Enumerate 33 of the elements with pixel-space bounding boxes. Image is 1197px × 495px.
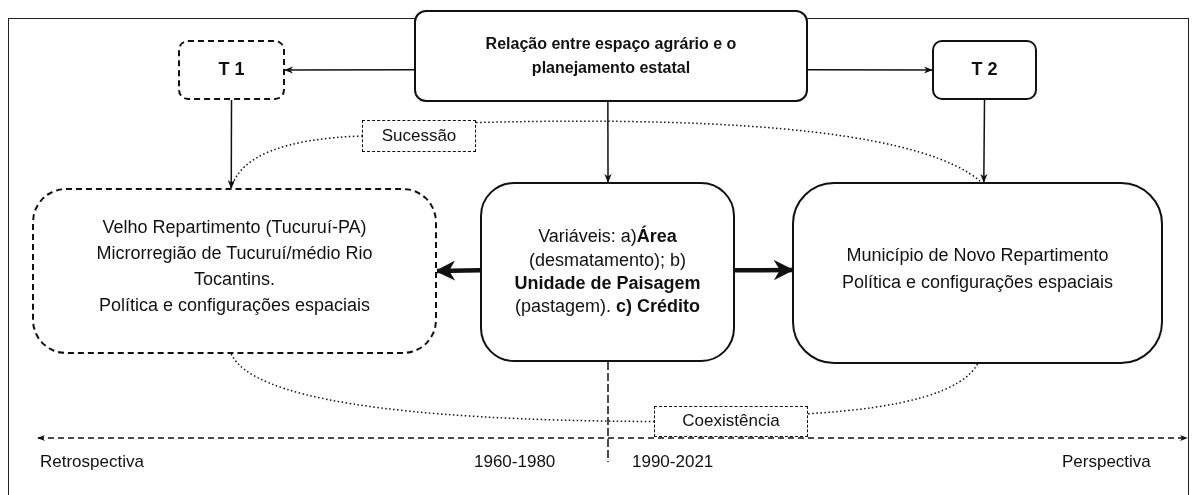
dotted-connector (475, 120, 982, 183)
node-text: Velho Repartimento (Tucuruí-PA) (102, 216, 367, 239)
dotted-connector (807, 363, 979, 415)
timeline-label: 1960-1980 (474, 452, 556, 472)
municipality-box (792, 182, 1163, 364)
arrow (735, 260, 794, 281)
timeline-label: Perspectiva (1062, 452, 1151, 472)
timeline-label: 1990-2021 (632, 452, 714, 472)
node-text: Microrregião de Tucuruí/médio Rio Tocantins. (95, 242, 374, 292)
period-box (932, 40, 1037, 100)
dotted-connector (230, 353, 655, 423)
theme-box (414, 10, 808, 102)
relation-tag (362, 120, 476, 152)
node-text: Política e configurações espaciais (98, 294, 371, 318)
arrow (227, 99, 235, 189)
node-text: Relação entre espaço agrário e o planejamento estatal (484, 34, 738, 78)
arrow (807, 66, 933, 74)
variables-box (480, 182, 735, 362)
arrow (284, 66, 415, 74)
node-text: Município de Novo Repartimento (846, 244, 1109, 267)
relation-tag (654, 406, 808, 437)
period-box (178, 40, 285, 100)
node-text: T 2 (971, 58, 998, 82)
arrow (980, 99, 988, 183)
node-text: Coexistência (682, 410, 780, 433)
arrow (604, 101, 612, 183)
region-box (32, 188, 437, 354)
node-text: Variáveis: a)Área (desmatamento); b) Unidade de Paisagem (pastagem). c) Crédito (513, 225, 702, 319)
timeline-label: Retrospectiva (40, 452, 144, 472)
node-text: T 1 (218, 58, 245, 82)
arrow (435, 260, 481, 281)
node-text: Política e configurações espaciais (841, 271, 1114, 294)
node-text: Sucessão (381, 124, 457, 147)
